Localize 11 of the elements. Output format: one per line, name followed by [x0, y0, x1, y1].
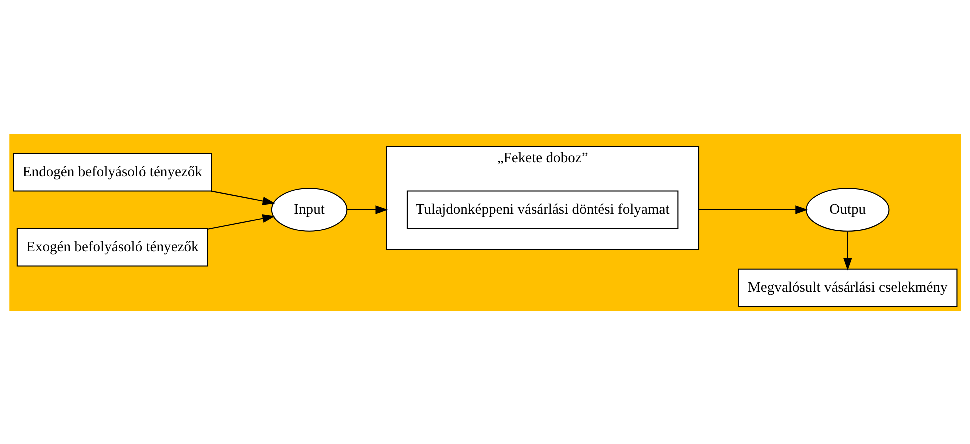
arrow — [843, 231, 852, 270]
arrow — [210, 190, 275, 206]
node-ellipse: Outpu — [806, 188, 890, 232]
node-box: Tulajdonképpeni vásárlási döntési folyamat — [406, 190, 678, 229]
node-box: Endogén befolyásoló tényezők — [12, 152, 212, 192]
arrow — [698, 205, 808, 214]
node-ellipse: Input — [270, 188, 348, 232]
arrow — [346, 205, 388, 214]
arrow — [207, 214, 275, 230]
node-box: Megvalósult vásárlási cselekmény — [738, 268, 958, 307]
node-box: Exogén befolyásoló tényezők — [16, 228, 208, 266]
